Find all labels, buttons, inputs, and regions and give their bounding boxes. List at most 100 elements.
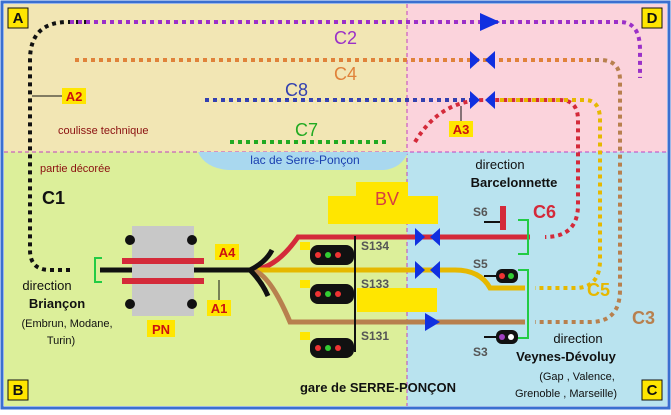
end-bracket-c6 xyxy=(518,219,529,255)
direction-briancon-via1: (Embrun, Modane, xyxy=(21,318,112,330)
direction-veynes-via2: Grenoble , Marseille) xyxy=(515,388,617,400)
signal-s133 xyxy=(300,280,354,304)
arrow-c4-both xyxy=(470,51,495,69)
corner-badge-d xyxy=(641,7,663,29)
corner-label-d: D xyxy=(647,10,658,27)
signal-plate xyxy=(300,280,310,288)
point-label-a2: A2 xyxy=(66,89,83,104)
pn-light xyxy=(125,235,135,245)
signal-lamp-red xyxy=(315,345,321,351)
signal-s3 xyxy=(484,330,518,344)
pn-label: PN xyxy=(152,322,170,337)
switch-a1-leg xyxy=(248,268,271,298)
point-badge-a4 xyxy=(215,244,239,260)
signal-s5 xyxy=(484,269,518,283)
zone-technical-label: coulisse technique xyxy=(58,125,149,137)
signal-lamp-green xyxy=(325,345,331,351)
corner-label-c: C xyxy=(647,382,658,399)
direction-barcelonnette-prefix: direction xyxy=(475,157,524,172)
track-label-c8: C8 xyxy=(285,80,308,100)
direction-veynes-via1: (Gap , Valence, xyxy=(539,371,615,383)
end-bracket-veynes xyxy=(518,269,529,339)
signal-label-s5: S5 xyxy=(473,257,488,271)
signal-head xyxy=(496,269,518,283)
signal-lamp-red xyxy=(335,252,341,258)
direction-barcelonnette-name: Barcelonnette xyxy=(471,175,558,190)
signal-head xyxy=(496,330,518,344)
corner-label-b: B xyxy=(13,382,24,399)
signal-s6 xyxy=(484,206,506,230)
corner-label-a: A xyxy=(13,10,24,27)
corner-badge-a xyxy=(7,7,29,29)
direction-briancon-name: Briançon xyxy=(29,296,85,311)
signal-s134 xyxy=(300,242,354,265)
point-label-a3: A3 xyxy=(453,122,470,137)
pn-lights xyxy=(125,235,197,309)
signal-plate xyxy=(300,242,310,250)
signal-s131 xyxy=(300,332,354,358)
signal-lamp-green xyxy=(325,291,331,297)
signal-head xyxy=(310,338,354,358)
signal-stop-board xyxy=(500,206,506,230)
level-crossing-road xyxy=(132,226,194,316)
corner-badge-c xyxy=(641,379,663,401)
direction-arrows xyxy=(415,13,500,331)
track-c1-dotted xyxy=(28,20,90,272)
signal-plate xyxy=(300,332,310,340)
signal-lamp-red xyxy=(315,252,321,258)
point-label-a1: A1 xyxy=(211,301,228,316)
arrow-c8-both xyxy=(470,91,495,109)
track-label-c2: C2 xyxy=(334,28,357,48)
point-badge-a3 xyxy=(449,121,473,137)
station-name: gare de SERRE-PONÇON xyxy=(300,380,456,395)
direction-veynes-prefix: direction xyxy=(553,331,602,346)
signal-lamp-white xyxy=(508,334,514,340)
zone-decorated-left xyxy=(4,152,407,406)
zone-decorated-label: partie décorée xyxy=(40,163,110,175)
zone-technical-right xyxy=(407,4,667,152)
signal-label-s3: S3 xyxy=(473,345,488,359)
arrow-c3 xyxy=(425,313,440,331)
signal-lamp-red xyxy=(499,273,505,279)
signal-lamp-red xyxy=(315,291,321,297)
track-label-c1: C1 xyxy=(42,188,65,208)
signal-lamp-green xyxy=(325,252,331,258)
signal-lamp-green xyxy=(508,273,514,279)
zone-decorated-right xyxy=(407,152,667,406)
point-badge-a2 xyxy=(62,88,86,104)
direction-veynes-name: Veynes-Dévoluy xyxy=(516,349,616,364)
switch-a4-leg xyxy=(248,248,275,273)
pn-barrier-bottom xyxy=(122,278,204,284)
track-label-c3: C3 xyxy=(632,308,655,328)
signal-label-s133: S133 xyxy=(361,277,389,291)
point-badge-a1 xyxy=(207,300,231,316)
signal-lamp-red xyxy=(335,291,341,297)
track-c6-dotted xyxy=(413,98,580,239)
direction-briancon-prefix: direction xyxy=(22,278,71,293)
signal-label-s6: S6 xyxy=(473,205,488,219)
signal-head xyxy=(310,245,354,265)
track-c5-station xyxy=(250,267,525,291)
arrow-c2 xyxy=(480,13,500,31)
track-c5-dotted xyxy=(500,98,602,290)
arrow-c5-both xyxy=(415,261,440,279)
pn-light xyxy=(125,299,135,309)
track-label-c6: C6 xyxy=(533,202,556,222)
lake-label: lac de Serre-Ponçon xyxy=(250,153,359,167)
track-label-c4: C4 xyxy=(334,64,357,84)
signal-lamp-violet xyxy=(499,334,505,340)
direction-briancon-via2: Turin) xyxy=(47,335,75,347)
signal-lamp-red xyxy=(335,345,341,351)
zone-technical-left xyxy=(4,4,407,152)
pn-badge xyxy=(147,320,175,337)
point-label-a4: A4 xyxy=(219,245,236,260)
pn-light xyxy=(187,235,197,245)
dotted-tracks xyxy=(28,20,642,324)
pn-barrier-top xyxy=(122,258,204,264)
lake-shape xyxy=(198,152,408,170)
signal-label-s134: S134 xyxy=(361,239,389,253)
track-label-c5: C5 xyxy=(587,280,610,300)
track-label-c7: C7 xyxy=(295,120,318,140)
